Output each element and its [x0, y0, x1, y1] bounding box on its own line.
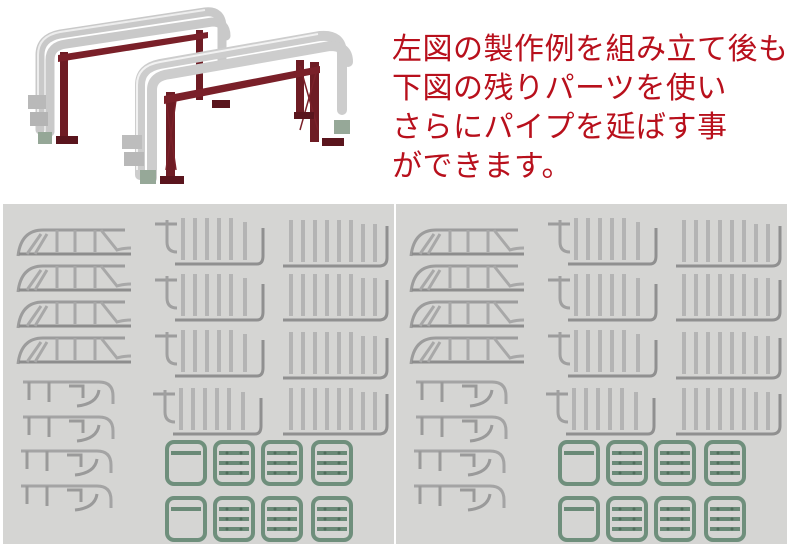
caption-line-3: さらにパイプを延ばす事	[392, 110, 728, 145]
parts-photo-left	[3, 204, 394, 544]
sprue-layout	[411, 218, 780, 540]
caption-line-2: 下図の残りパーツを使い	[392, 71, 727, 106]
assembled-model-photo	[0, 0, 370, 195]
caption-line-4: ができます。	[392, 149, 572, 184]
product-caption: 左図の製作例を組み立て後も 下図の残りパーツを使い さらにパイプを延ばす事 がで…	[392, 30, 789, 186]
sprue-layout	[18, 218, 387, 540]
caption-line-1: 左図の製作例を組み立て後も	[392, 32, 789, 67]
back-pipe-rack	[28, 7, 231, 144]
parts-photo-right	[396, 204, 787, 544]
front-pipe-rack	[122, 30, 353, 184]
